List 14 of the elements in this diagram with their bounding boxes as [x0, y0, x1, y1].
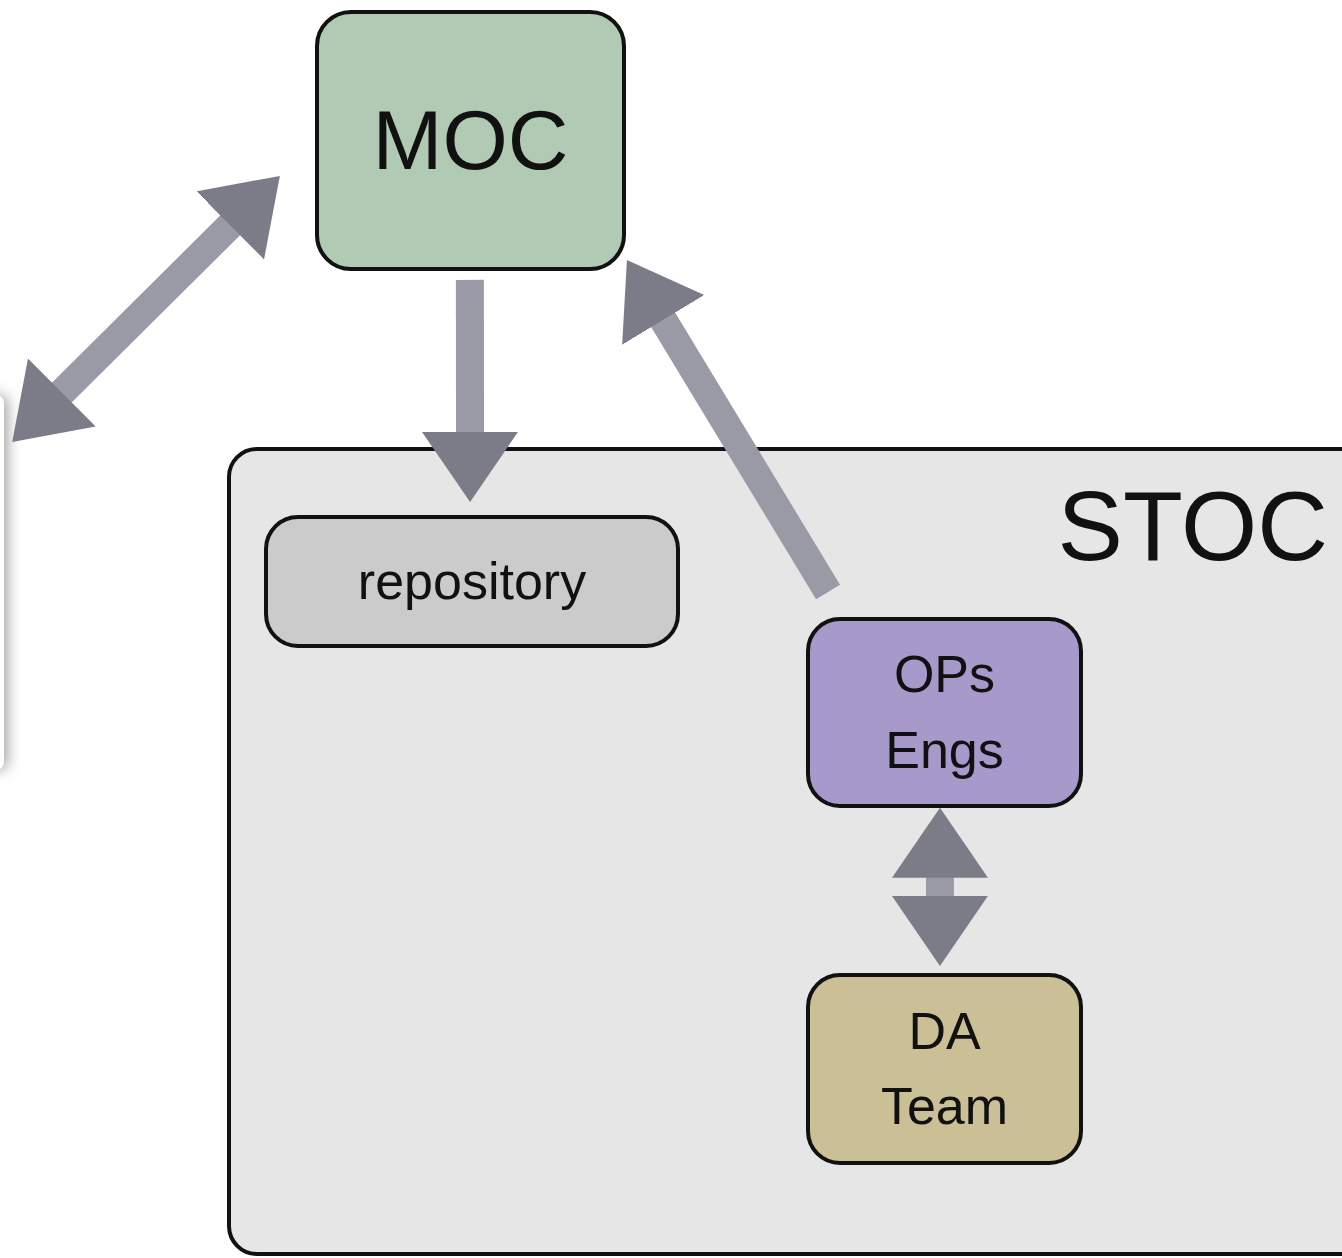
double-arrow	[422, 279, 518, 502]
process-box	[806, 617, 1083, 808]
group-title: STOC	[1057, 473, 1328, 581]
box-label: repository	[357, 552, 587, 611]
box-label: MOC	[372, 94, 569, 187]
box-label: OPs Engs	[885, 644, 1004, 781]
double-arrow	[891, 807, 988, 966]
double-arrow	[622, 260, 841, 600]
process-box	[264, 515, 680, 648]
process-box	[806, 973, 1083, 1165]
process-box	[315, 10, 626, 271]
double-arrow	[12, 176, 280, 442]
group-container	[227, 447, 1342, 1256]
box-label: DA Team	[880, 1000, 1009, 1137]
